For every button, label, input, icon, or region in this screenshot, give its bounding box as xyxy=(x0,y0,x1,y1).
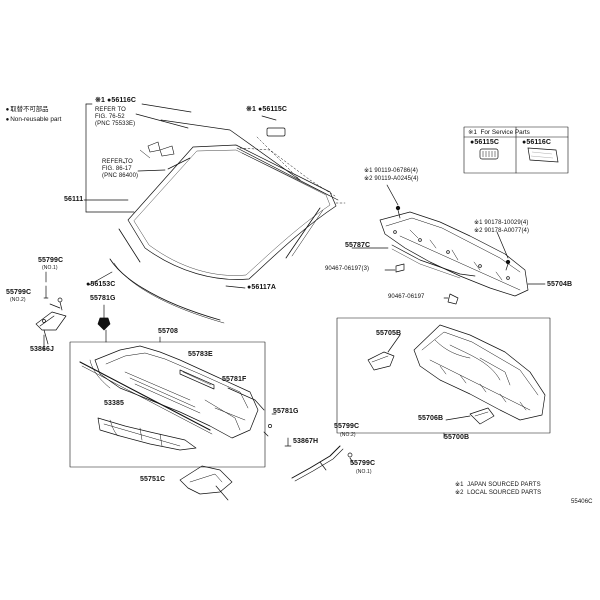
service-parts-title: ※1 For Service Parts xyxy=(468,129,530,136)
label-bolt-90178-a0077: ※2 90178-A0077(4) xyxy=(474,228,530,234)
diagram-code: 55406C xyxy=(571,499,593,505)
part-55799c-left xyxy=(43,285,49,299)
part-56115c xyxy=(266,127,286,137)
label-55799c-no1-sub: (NO.1) xyxy=(42,265,58,271)
label-55783e: 55783E xyxy=(188,351,213,358)
label-refer1-line2: FIG. 76-52 xyxy=(95,114,125,120)
label-56153c: ●56153C xyxy=(86,281,116,288)
side-moulding xyxy=(285,207,321,259)
label-56115c: ※1 ●56115C xyxy=(246,106,288,113)
label-refer2-line1: REFER TO xyxy=(102,159,133,165)
label-refer2-line3: (PNC 86400) xyxy=(102,173,139,179)
part-55708 xyxy=(79,345,259,439)
service-part-56115c: ●56115C xyxy=(470,139,500,146)
note-local-sourced: ※2 LOCAL SOURCED PARTS xyxy=(455,490,542,496)
label-53867h: 53867H xyxy=(293,438,319,445)
label-bolt-90119-06786: ※1 90119-06786(4) xyxy=(364,168,418,174)
label-refer1-line1: REFER TO xyxy=(95,107,126,113)
left-moulding xyxy=(118,228,141,263)
label-56117a: ●56117A xyxy=(247,284,277,291)
label-55704b: 55704B xyxy=(547,281,573,288)
label-refer2-line2: FIG. 86-17 xyxy=(102,166,132,172)
label-bolt-90119-a0245: ※2 90119-A0245(4) xyxy=(364,176,419,182)
label-53866j: 53866J xyxy=(30,346,54,353)
pad-icon xyxy=(527,147,559,163)
label-56116c: ※1 ●56116C xyxy=(95,97,137,104)
part-53385 xyxy=(97,417,197,451)
label-55751c: 55751C xyxy=(140,476,166,483)
part-56116c-small xyxy=(139,141,175,159)
upper-moulding xyxy=(236,147,339,201)
cowl-group-box xyxy=(69,341,266,468)
label-refer1-line3: (PNC 75533E) xyxy=(95,121,136,127)
label-55799c-mid2-sub: (NO.1) xyxy=(356,469,372,475)
grommet-icon xyxy=(479,148,499,160)
label-55799c-no2-sub: (NO.2) xyxy=(10,297,26,303)
part-53866j xyxy=(35,311,67,345)
legend-item-non-reusable-en: ●Non-reusable part xyxy=(2,108,62,124)
part-55751c xyxy=(179,465,233,501)
label-bolt-90178-10029: ※1 90178-10029(4) xyxy=(474,220,529,226)
assembly-box xyxy=(336,317,551,434)
part-55783e xyxy=(179,369,215,390)
label-55708: 55708 xyxy=(158,328,178,335)
label-55799c-mid-sub: (NO.2) xyxy=(340,432,356,438)
service-part-56116c: ●56116C xyxy=(522,139,552,146)
legend-item-non-reusable-jp: ●取替不可部品 xyxy=(2,98,49,114)
clip-55799c-mid xyxy=(284,437,292,447)
part-55704b xyxy=(379,211,529,297)
part-55705b xyxy=(367,351,395,371)
part-55700b-assy xyxy=(413,324,546,421)
label-55700b: 55700B xyxy=(444,434,470,441)
label-55781g-right: 55781G xyxy=(273,408,299,415)
lower-moulding xyxy=(109,258,221,321)
label-55799c-no1: 55799C xyxy=(38,257,64,264)
label-55705b: 55705B xyxy=(376,330,402,337)
note-japan-sourced: ※1 JAPAN SOURCED PARTS xyxy=(455,482,541,488)
bullet-icon: ● xyxy=(5,107,10,113)
label-55799c-mid2: 55799C xyxy=(350,460,376,467)
label-90467-06197: 90467-06197 xyxy=(388,294,425,300)
label-55781f: 55781F xyxy=(222,376,247,383)
bullet-icon: ● xyxy=(5,117,10,123)
part-55781f xyxy=(227,387,265,411)
part-53867h xyxy=(291,445,344,482)
label-55787c: 55787C xyxy=(345,242,371,249)
part-55706b xyxy=(469,407,495,425)
legend-text: 取替不可部品 xyxy=(10,106,49,113)
part-55781g xyxy=(97,317,111,331)
label-55799c-no2: 55799C xyxy=(6,289,32,296)
label-90467-06197-3: 90467-06197(3) xyxy=(325,266,370,272)
label-56111: 56111 xyxy=(64,196,84,203)
label-53385: 53385 xyxy=(104,400,124,407)
windshield-glass xyxy=(127,144,337,280)
legend-text: Non-reusable part xyxy=(10,116,62,123)
label-55706b: 55706B xyxy=(418,415,444,422)
label-55799c-mid: 55799C xyxy=(334,423,360,430)
part-55787c xyxy=(391,244,476,279)
label-55781g: 55781G xyxy=(90,295,116,302)
